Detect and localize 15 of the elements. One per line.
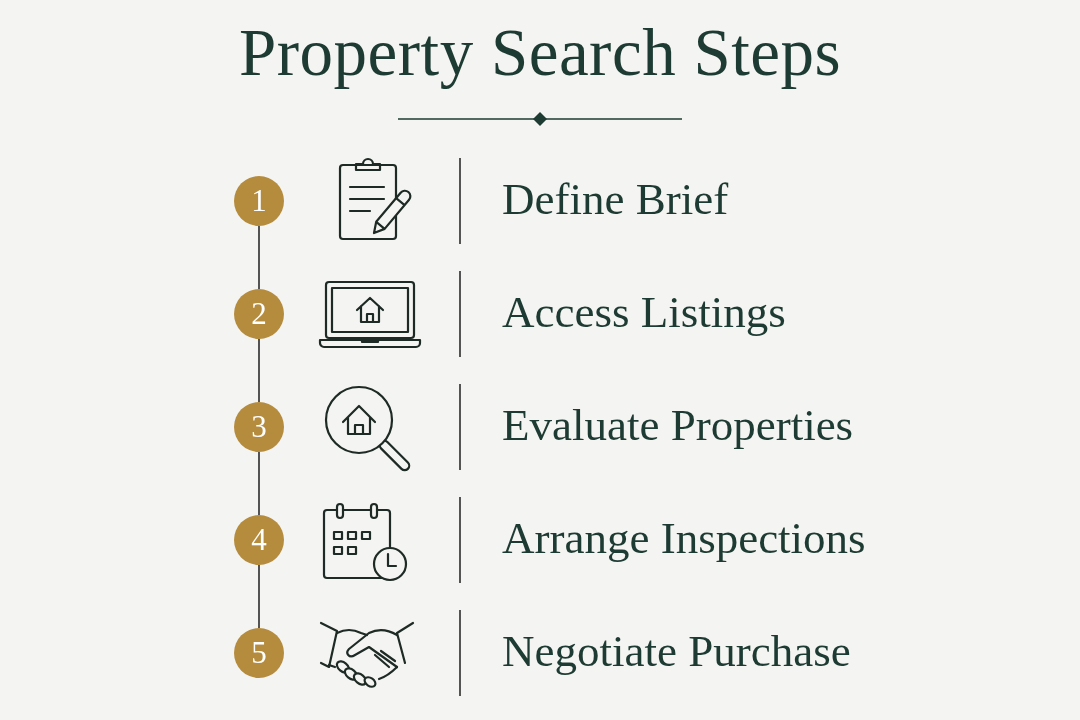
- number-badge: 5: [234, 628, 284, 678]
- connector-line: [258, 451, 260, 516]
- number-badge: 2: [234, 289, 284, 339]
- step-label: Evaluate Properties: [502, 401, 854, 451]
- step-label: Access Listings: [502, 288, 786, 338]
- title: Property Search Steps: [237, 14, 843, 91]
- number-badge: 4: [234, 515, 284, 565]
- number-badge: 1: [234, 176, 284, 226]
- connector-line: [258, 338, 260, 403]
- step-label: Arrange Inspections: [502, 514, 866, 564]
- step-label: Negotiate Purchase: [502, 627, 851, 677]
- number-badge: 3: [234, 402, 284, 452]
- connector-line: [258, 564, 260, 629]
- step-label: Define Brief: [502, 175, 729, 225]
- connector-line: [258, 225, 260, 290]
